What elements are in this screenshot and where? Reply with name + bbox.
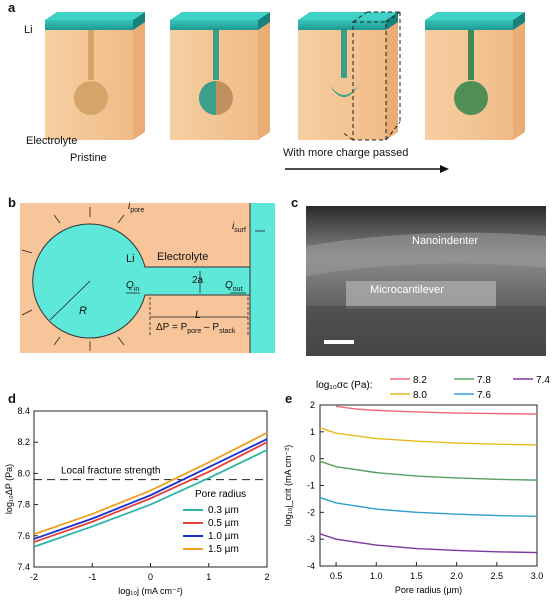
- y-tick-label: -3: [307, 534, 315, 544]
- series-line: [33, 432, 268, 536]
- legend-title: Pore radius: [195, 489, 246, 500]
- legend-label: 8.2: [413, 375, 427, 386]
- li-label-b: Li: [126, 253, 135, 265]
- y-tick-label: 8.4: [17, 406, 30, 416]
- series-line: [335, 405, 538, 415]
- series-line: [33, 441, 268, 543]
- i-pore-label: ipore: [128, 201, 145, 214]
- panel-b-label: b: [8, 195, 16, 210]
- sem-image: [306, 206, 546, 356]
- legend-label: 7.6: [477, 390, 491, 401]
- legend-label: 7.8: [477, 375, 491, 386]
- current-arrows: [21, 207, 265, 351]
- y-axis-label: log₁₀j_crit (mA cm⁻²): [283, 445, 293, 527]
- microcantilever-label: Microcantilever: [370, 284, 444, 296]
- y-tick-label: -1: [307, 481, 315, 491]
- y-tick-label: -2: [307, 507, 315, 517]
- li-slab: [45, 20, 133, 30]
- y-tick-label: 7.4: [17, 562, 30, 572]
- microcantilever-shape: [346, 281, 496, 309]
- x-tick-label: 1: [206, 572, 211, 582]
- series-line: [33, 438, 268, 540]
- delta-p-label: ΔP = Ppore – Pstack: [156, 322, 236, 335]
- legend-label: 8.0: [413, 390, 427, 401]
- x-tick-label: 1.5: [410, 571, 423, 581]
- charge-arrowhead: [440, 165, 449, 173]
- cell-4: [425, 12, 525, 140]
- cell-2: [170, 12, 270, 140]
- series-line: [319, 496, 538, 518]
- li-slab: [425, 20, 513, 30]
- q-in-label: Qin: [126, 280, 140, 293]
- panel-c-label: c: [291, 195, 299, 210]
- li-slab: [298, 20, 386, 30]
- legend-label: 7.4: [536, 375, 550, 386]
- x-tick-label: 0.5: [330, 571, 343, 581]
- panel-d-label: d: [8, 391, 16, 406]
- y-tick-label: 8.2: [17, 437, 30, 447]
- legend-title: log₁₀σc (Pa):: [316, 380, 373, 391]
- electrolyte-label-b: Electrolyte: [157, 251, 209, 263]
- r-label: R: [79, 305, 87, 317]
- q-out-label: Qout: [225, 280, 243, 293]
- charge-caption: With more charge passed: [283, 147, 409, 159]
- series-line: [319, 533, 538, 554]
- y-axis-label: log₁₀ΔP (Pa): [4, 464, 14, 514]
- y-tick-label: -4: [307, 561, 315, 571]
- cell-3: [298, 12, 398, 140]
- legend-label: 1.5 µm: [208, 544, 239, 555]
- y-tick-label: 7.6: [17, 531, 30, 541]
- x-tick-label: -2: [30, 572, 38, 582]
- x-tick-label: 0: [148, 572, 153, 582]
- x-tick-label: 2: [264, 572, 269, 582]
- legend-label: 0.5 µm: [208, 518, 239, 529]
- y-tick-label: 0: [310, 454, 315, 464]
- two-a-label: 2a: [192, 275, 204, 286]
- x-axis-label: Pore radius (µm): [395, 585, 462, 595]
- i-surf-label: isurf: [232, 221, 246, 234]
- pristine-label: Pristine: [70, 152, 107, 164]
- l-label: L: [195, 309, 202, 321]
- x-tick-label: 1.0: [370, 571, 383, 581]
- li-right-strip: [250, 203, 275, 353]
- x-tick-label: 2.5: [491, 571, 504, 581]
- cell-1: [45, 12, 145, 140]
- fracture-strength-label: Local fracture strength: [61, 466, 161, 477]
- series-line: [33, 449, 268, 548]
- panel-e-label: e: [285, 391, 293, 406]
- electrolyte-label-a: Electrolyte: [26, 135, 78, 147]
- series-line: [319, 460, 538, 481]
- scale-bar: [324, 340, 354, 344]
- x-tick-label: 3.0: [531, 571, 544, 581]
- panel-a-label: a: [8, 0, 16, 15]
- li-pore: [32, 223, 251, 339]
- li-slab: [170, 20, 258, 30]
- li-label-a: Li: [24, 24, 33, 36]
- chart-d: -2 -1 0 1 2 7.4 7.6 7.8 8.0 8.2 8.4 log₁₀j (mA cm⁻²…: [4, 406, 270, 596]
- legend-label: 0.3 µm: [208, 505, 239, 516]
- panel-b-diagram: [20, 203, 275, 353]
- series-line: [319, 427, 538, 446]
- x-tick-label: 2.0: [450, 571, 463, 581]
- y-tick-label: 8.0: [17, 468, 30, 478]
- x-tick-label: -1: [88, 572, 96, 582]
- y-tick-label: 2: [310, 400, 315, 410]
- radius-line: [49, 280, 91, 321]
- legend-label: 1.0 µm: [208, 531, 239, 542]
- nanoindenter-label: Nanoindenter: [412, 235, 479, 247]
- dashed-outline: [341, 11, 401, 141]
- y-tick-label: 7.8: [17, 500, 30, 510]
- x-axis-label: log₁₀j (mA cm⁻²): [118, 586, 183, 596]
- panel-a-illustration: [45, 11, 525, 173]
- y-tick-label: 1: [310, 427, 315, 437]
